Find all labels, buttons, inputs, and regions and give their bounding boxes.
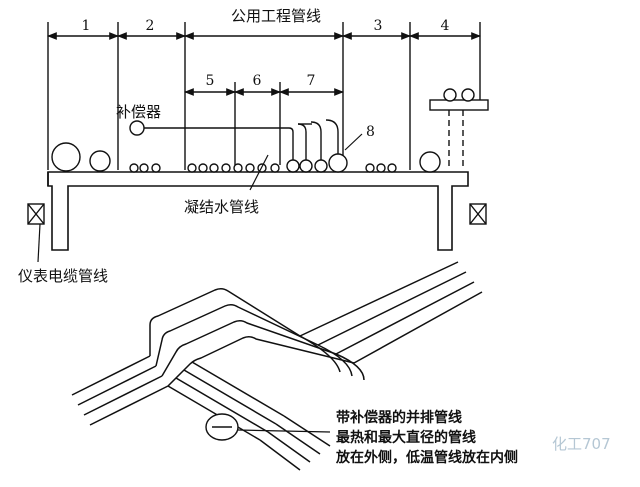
dimension-labels: 公用工程管线 1 2 5 6 7 3 4 [82,4,450,89]
segment-label-7: 7 [307,73,316,89]
bottom-note: 带补偿器的并排管线 最热和最大直径的管线 放在外侧，低温管线放在内侧 [335,409,518,466]
pipe-rack-beam [47,171,469,251]
note-line-3: 放在外侧，低温管线放在内侧 [335,449,518,466]
condensate-leader [249,154,269,191]
compensator-icon [129,120,145,136]
utility-title: 公用工程管线 [231,7,321,25]
cable-tray-right [469,203,487,225]
segment-label-1: 1 [82,18,91,34]
item-8-leader [344,133,363,151]
segment-label-2: 2 [146,18,155,34]
compensator-label: 补偿器 [116,103,161,121]
segment-label-4: 4 [441,18,450,34]
condensate-label: 凝结水管线 [184,198,259,216]
cable-label-leader [37,223,41,263]
segment-label-5: 5 [206,73,215,89]
note-line-1: 带补偿器的并排管线 [336,409,462,426]
watermark: 化工707 [552,435,611,453]
item-8-label: 8 [366,124,375,140]
upper-support [429,88,489,170]
cable-tray-left [27,203,45,225]
expansion-loops [142,119,339,160]
dimension-lines [47,22,481,170]
pipes-on-rack [51,142,441,173]
parallel-pipe-loops [71,261,483,471]
note-leader [237,429,331,433]
segment-label-6: 6 [253,73,262,89]
note-line-2: 最热和最大直径的管线 [336,429,476,446]
cable-label: 仪表电缆管线 [18,267,108,285]
segment-label-3: 3 [374,18,383,34]
